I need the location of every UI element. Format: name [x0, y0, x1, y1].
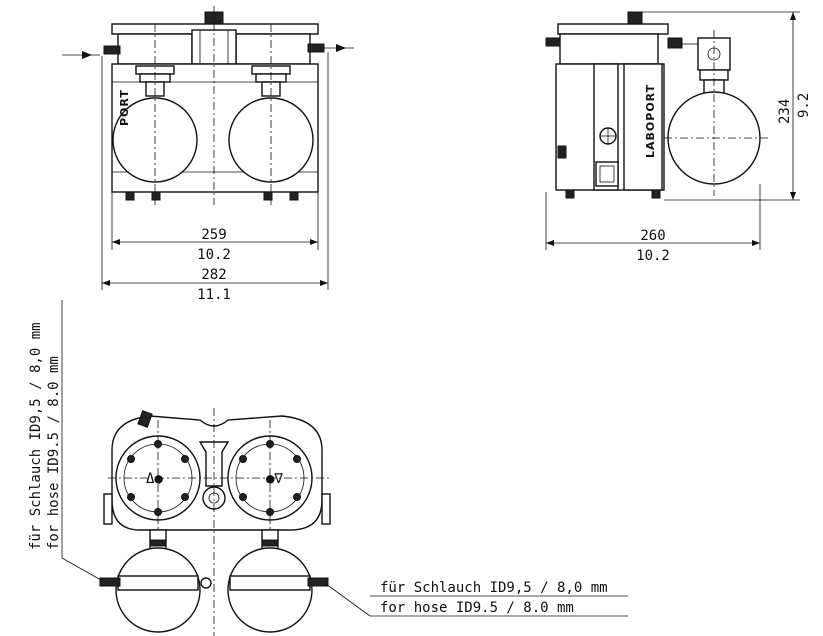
label-plate [557, 145, 567, 159]
dim-282-in: 11.1 [197, 287, 231, 303]
hose-label-de-right: für Schlauch ID9,5 / 8,0 mm [380, 580, 608, 596]
pump-head [559, 33, 659, 65]
foot [651, 189, 661, 199]
dimension-259 [111, 192, 319, 250]
dim-260-mm: 260 [640, 228, 665, 244]
dim-259-in: 10.2 [197, 247, 231, 263]
hose-fitting-right [307, 577, 329, 587]
dim-234-in: 9.2 [796, 93, 812, 118]
dim-260-in: 10.2 [636, 248, 670, 264]
hose-label-de-left: für Schlauch ID9,5 / 8,0 mm [28, 322, 44, 550]
dim-259-mm: 259 [201, 227, 226, 243]
inlet-marker-icon: Δ● [146, 471, 163, 487]
inlet-arrow-icon [62, 51, 100, 59]
foot [565, 189, 575, 199]
top-view: für Schlauch ID9,5 / 8,0 mm for hose ID9… [28, 300, 628, 636]
dimension-234 [642, 11, 800, 201]
hose-fitting [667, 37, 683, 49]
outlet-arrow-icon [320, 44, 354, 52]
top-knob [627, 11, 643, 25]
hose-label-en-left: for hose ID9.5 / 8.0 mm [46, 356, 62, 550]
vent-stub [137, 410, 153, 428]
hose-fitting-left [103, 45, 121, 55]
outlet-marker-icon: ●∇ [266, 471, 283, 487]
power-socket-icon [595, 161, 619, 187]
foot [151, 191, 161, 201]
front-view: PORT 259 10.2 282 11.1 [62, 6, 354, 303]
foot [289, 191, 299, 201]
dim-282-mm: 282 [201, 267, 226, 283]
pump-head-right [235, 33, 311, 65]
hose-label-en-right: for hose ID9.5 / 8.0 mm [380, 600, 574, 616]
foot [263, 191, 273, 201]
brand-text-side: LABOPORT [644, 84, 657, 158]
hose-fitting [545, 37, 561, 47]
side-view: LABOPORT 260 10.2 234 9.2 [545, 11, 812, 264]
hose-fitting-right [307, 43, 325, 53]
foot [125, 191, 135, 201]
dim-234-mm: 234 [777, 99, 793, 124]
hose-fitting-left [99, 577, 121, 587]
dimension-282 [101, 52, 329, 290]
top-plate [557, 23, 669, 35]
brand-text-front: PORT [118, 89, 131, 126]
dimension-260 [545, 184, 761, 250]
